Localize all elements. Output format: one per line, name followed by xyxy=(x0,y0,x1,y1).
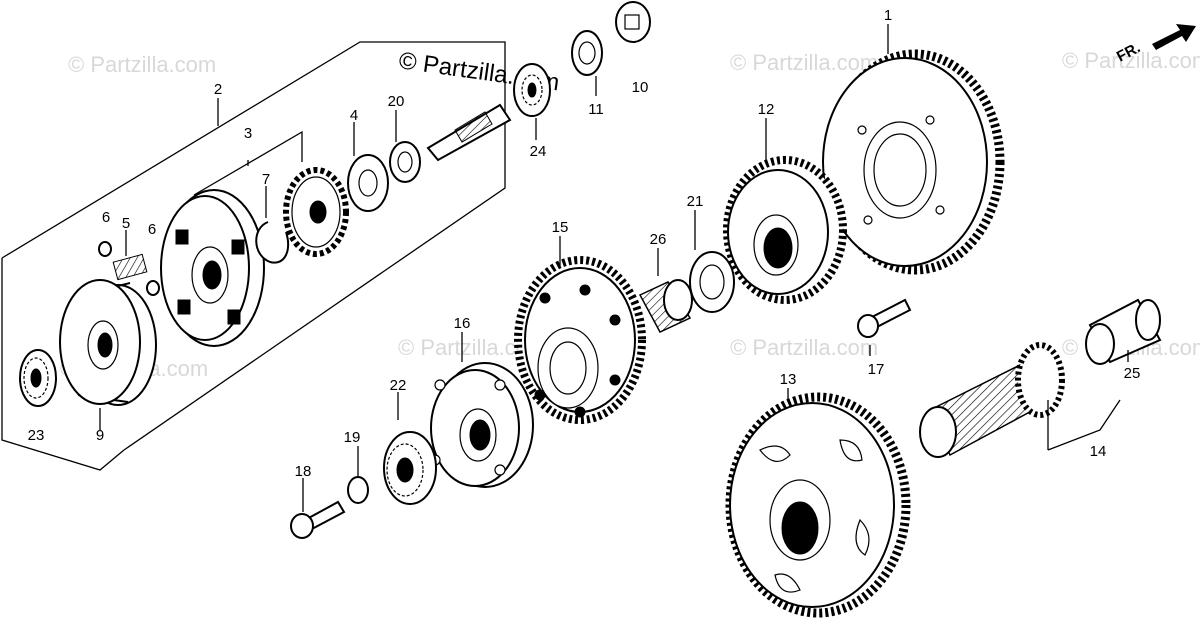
part-24-bearing xyxy=(513,63,551,117)
callout-2: 2 xyxy=(214,81,222,98)
part-23-bearing xyxy=(19,349,57,407)
part-15-sprocket xyxy=(514,256,646,424)
callout-6a: 6 xyxy=(102,209,110,226)
callout-14: 14 xyxy=(1090,443,1107,460)
part-16-hub xyxy=(429,362,534,488)
callout-17: 17 xyxy=(868,361,885,378)
callout-12: 12 xyxy=(758,101,775,118)
part-12-gear xyxy=(723,156,847,304)
part-1-gear xyxy=(822,49,1005,275)
part-6-pin xyxy=(98,241,112,257)
leader-lines xyxy=(99,24,1129,512)
callout-19: 19 xyxy=(344,429,361,446)
callout-11: 11 xyxy=(588,101,604,118)
callout-25: 25 xyxy=(1124,365,1141,382)
watermark-text: © Partzilla.com xyxy=(68,52,216,77)
callout-13: 13 xyxy=(780,371,797,388)
part-9-clutch-housing xyxy=(59,279,157,406)
callout-15: 15 xyxy=(552,219,569,236)
part-14-shaft xyxy=(919,342,1121,458)
front-arrow-icon xyxy=(1152,24,1196,50)
callout-4: 4 xyxy=(350,107,358,124)
callout-5: 5 xyxy=(122,215,130,232)
callout-1: 1 xyxy=(884,7,892,24)
part-5-spring xyxy=(112,253,148,281)
part-20-washer xyxy=(389,141,421,183)
callout-3: 3 xyxy=(244,125,252,142)
part-25-sleeve xyxy=(1085,298,1162,365)
callout-6b: 6 xyxy=(148,221,156,238)
part-7-circlip xyxy=(255,221,290,264)
assembly-bracket-2 xyxy=(1,41,506,471)
part-22-bearing xyxy=(383,431,437,505)
part-26-needle-bearing xyxy=(638,279,693,333)
callout-20: 20 xyxy=(388,93,405,110)
callout-7: 7 xyxy=(262,171,270,188)
callout-21: 21 xyxy=(687,193,704,210)
callout-labels: 1 2 3 4 5 6 6 7 9 10 11 12 13 14 15 16 1… xyxy=(28,7,1141,480)
callout-18: 18 xyxy=(295,463,312,480)
part-19-washer xyxy=(347,476,369,504)
watermark-text: © Partzilla.com xyxy=(730,50,878,75)
part-3-sprocket xyxy=(283,167,349,257)
part-6-pin xyxy=(146,280,160,296)
part-18-bolt xyxy=(290,500,346,539)
watermark-text: © Partzilla.com xyxy=(730,335,878,360)
part-17-bolt xyxy=(857,298,912,338)
callout-24: 24 xyxy=(530,143,547,160)
callout-10: 10 xyxy=(632,79,649,96)
part-2-shaft xyxy=(426,103,512,162)
callout-9: 9 xyxy=(96,427,104,444)
part-4-washer xyxy=(347,154,389,212)
watermark-text: © Partzilla.com xyxy=(1062,48,1200,73)
assembly-bracket-3 xyxy=(193,130,303,196)
part-13-gear xyxy=(725,392,911,618)
callout-16: 16 xyxy=(454,315,471,332)
callout-26: 26 xyxy=(650,231,667,248)
callout-23: 23 xyxy=(28,427,45,444)
part-21-washer xyxy=(689,251,735,313)
part-3-clutch-plate xyxy=(160,189,265,347)
part-11-washer xyxy=(571,30,603,76)
callout-22: 22 xyxy=(390,377,407,394)
part-10-nut xyxy=(615,1,651,43)
